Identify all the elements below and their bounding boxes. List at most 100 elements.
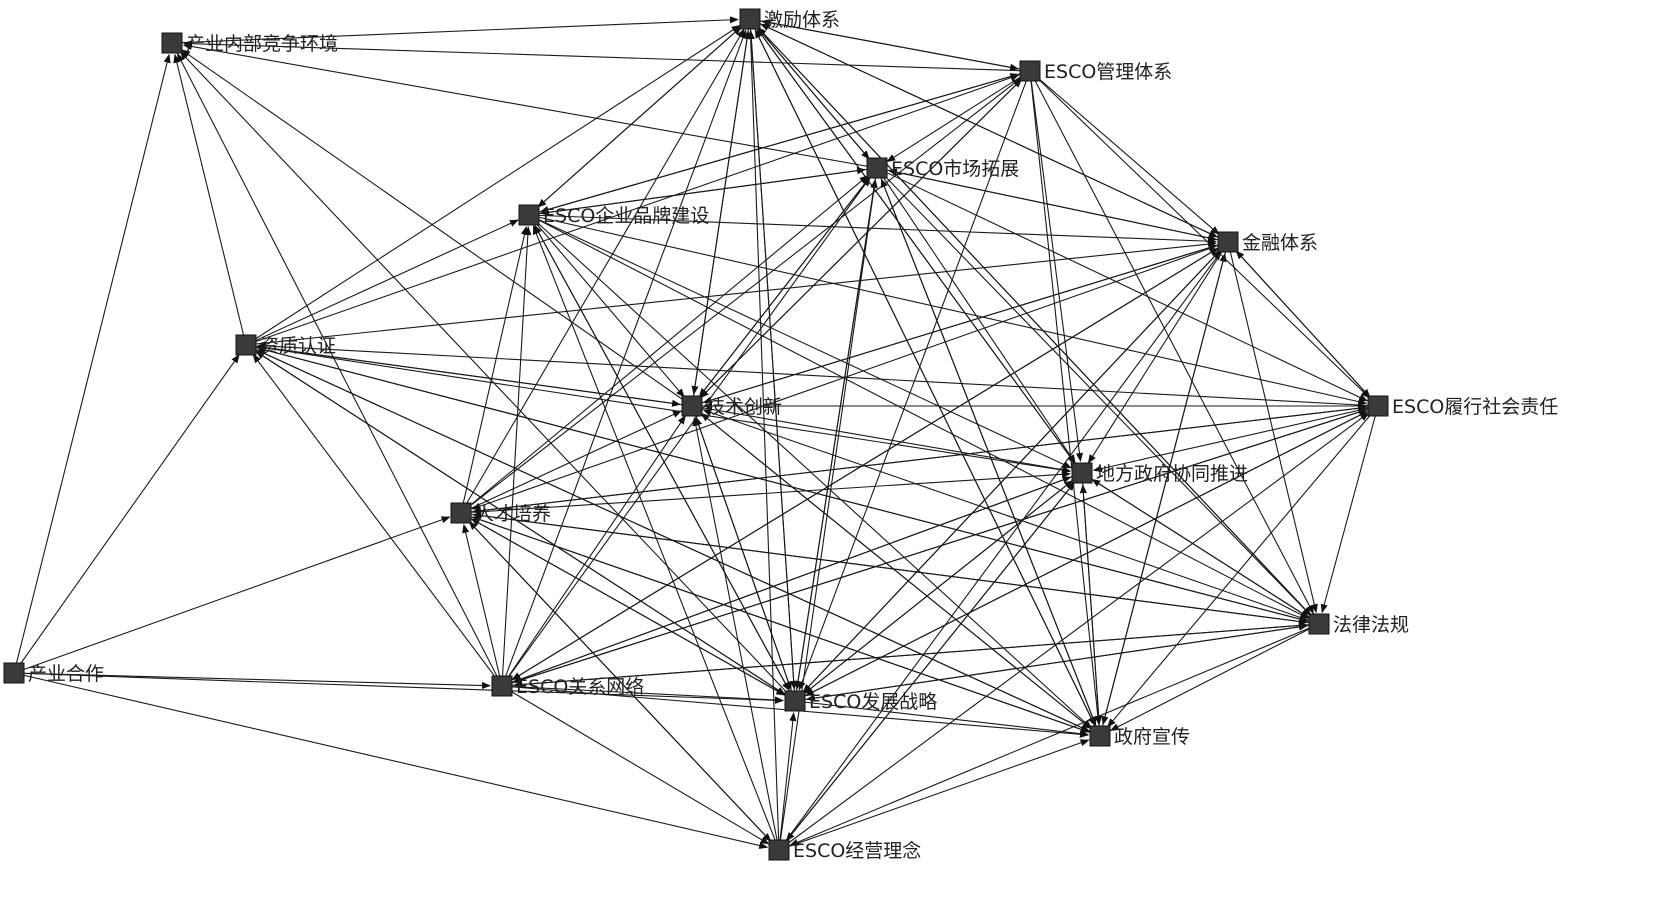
edge-shehui-to-difang [1092, 405, 1379, 473]
edge-jishu-to-chanye_neibu [181, 49, 693, 407]
node-square-shichang[interactable] [866, 157, 888, 179]
edge-jili-to-jishu [691, 18, 751, 395]
edge-guanli-to-fazhan [798, 70, 1031, 691]
node-square-jinrong[interactable] [1217, 231, 1239, 253]
edge-jinrong-to-shehui [1227, 241, 1371, 398]
edge-shichang-to-shehui [876, 167, 1369, 402]
edge-jingying-to-jinrong [778, 250, 1222, 851]
node-square-zizhi[interactable] [235, 334, 257, 356]
node-square-jingying[interactable] [768, 839, 790, 861]
edge-shichang-to-fazhan [794, 167, 878, 690]
edge-guanli-to-falv [1029, 70, 1314, 615]
node-rencai[interactable]: 人才培养 [450, 502, 551, 525]
node-shehui[interactable]: ESCO履行社会责任 [1367, 395, 1558, 418]
edge-jishu-to-difang [691, 405, 1072, 474]
edge-pinpai-to-jishu [528, 214, 685, 398]
edge-jingying-to-xuanchuan [778, 739, 1090, 851]
node-square-difang[interactable] [1071, 462, 1093, 484]
edge-falv-to-guanxi [513, 623, 1320, 689]
node-zizhi[interactable]: 资质认证 [235, 334, 336, 357]
node-label-xuanchuan: 政府宣传 [1114, 726, 1190, 748]
edge-hezuo-to-jingying [13, 672, 769, 849]
edge-jili-to-difang [749, 18, 1076, 465]
edge-rencai-to-jishu [460, 410, 682, 514]
edge-jili-to-pinpai [537, 18, 751, 208]
node-label-pinpai: ESCO企业品牌建设 [543, 205, 709, 227]
node-xuanchuan[interactable]: 政府宣传 [1089, 725, 1190, 748]
node-square-shehui[interactable] [1367, 395, 1389, 417]
edge-shehui-to-zizhi [257, 342, 1379, 407]
node-square-guanxi[interactable] [491, 675, 513, 697]
node-label-jishu: 技术创新 [706, 396, 782, 418]
edge-zizhi-to-jili [245, 25, 741, 346]
edge-zizhi-to-fazhan [245, 344, 786, 695]
node-jishu[interactable]: 技术创新 [681, 395, 782, 418]
edge-shehui-to-fazhan [804, 405, 1379, 697]
edge-falv-to-xuanchuan [1109, 623, 1320, 731]
edge-jingying-to-jishu [692, 416, 780, 851]
edge-guanli-to-jinrong [1029, 70, 1220, 235]
node-guanli[interactable]: ESCO管理体系 [1019, 60, 1172, 83]
node-square-xuanchuan[interactable] [1089, 725, 1111, 747]
edge-jinrong-to-jishu [702, 241, 1229, 404]
edge-pinpai-to-xuanchuan [528, 214, 1092, 729]
edge-chanye_neibu-to-jili [171, 16, 739, 44]
edge-rencai-to-xuanchuan [460, 512, 1090, 733]
node-hezuo[interactable]: 产业合作 [3, 662, 104, 685]
edge-hezuo-to-zizhi [13, 354, 240, 674]
edge-jili-to-shichang [749, 18, 870, 160]
node-falv[interactable]: 法律法规 [1308, 613, 1409, 636]
node-square-falv[interactable] [1308, 613, 1330, 635]
node-square-pinpai[interactable] [518, 204, 540, 226]
edge-jishu-to-fazhan [691, 405, 792, 691]
node-fazhan[interactable]: ESCO发展战略 [784, 690, 937, 713]
node-label-jili: 激励体系 [764, 9, 840, 31]
node-square-guanli[interactable] [1019, 60, 1041, 82]
node-square-jili[interactable] [739, 8, 761, 30]
node-difang[interactable]: 地方政府协同推进 [1071, 462, 1248, 485]
edge-shehui-to-falv [1320, 405, 1379, 614]
node-square-jishu[interactable] [681, 395, 703, 417]
edge-guanxi-to-fazhan [501, 685, 784, 704]
node-jingying[interactable]: ESCO经营理念 [768, 839, 921, 862]
node-square-fazhan[interactable] [784, 690, 806, 712]
edge-pinpai-to-jinrong [528, 214, 1217, 245]
edge-jili-to-falv [749, 18, 1312, 616]
node-shichang[interactable]: ESCO市场拓展 [866, 157, 1019, 180]
edge-guanxi-to-pinpai [501, 226, 532, 687]
node-chanye_neibu[interactable]: 产业内部竞争环境 [161, 32, 338, 55]
edge-difang-to-falv [1081, 472, 1310, 619]
node-guanxi[interactable]: ESCO关系网络 [491, 675, 644, 698]
edge-rencai-to-pinpai [460, 225, 529, 514]
edge-shichang-to-pinpai [540, 167, 878, 216]
node-label-fazhan: ESCO发展战略 [809, 691, 937, 713]
edge-difang-to-guanxi [512, 472, 1083, 683]
node-label-chanye_neibu: 产业内部竞争环境 [186, 33, 338, 55]
edge-rencai-to-jingying [460, 512, 772, 842]
edge-jingying-to-shehui [778, 412, 1370, 851]
edge-rencai-to-falv [460, 512, 1308, 626]
edge-falv-to-jingying [789, 623, 1320, 846]
node-square-hezuo[interactable] [3, 662, 25, 684]
node-label-rencai: 人才培养 [475, 503, 551, 525]
edge-jinrong-to-xuanchuan [1101, 241, 1229, 726]
node-jili[interactable]: 激励体系 [739, 8, 840, 31]
node-square-chanye_neibu[interactable] [161, 32, 183, 54]
edge-jili-to-fazhan [749, 18, 798, 690]
node-jinrong[interactable]: 金融体系 [1217, 231, 1318, 254]
edge-guanxi-to-shichang [501, 176, 871, 687]
edge-zizhi-to-chanye_neibu [173, 53, 247, 346]
edge-jinrong-to-falv [1227, 241, 1318, 614]
edge-pinpai-to-fazhan [528, 214, 790, 692]
edge-jili-to-jinrong [749, 18, 1218, 238]
node-label-zizhi: 资质认证 [260, 335, 336, 357]
edge-jinrong-to-fazhan [802, 241, 1229, 693]
edge-pinpai-to-difang [528, 214, 1072, 469]
edge-jinrong-to-difang [1087, 241, 1229, 464]
node-square-rencai[interactable] [450, 502, 472, 524]
node-pinpai[interactable]: ESCO企业品牌建设 [518, 204, 709, 227]
edge-hezuo-to-rencai [13, 516, 451, 674]
